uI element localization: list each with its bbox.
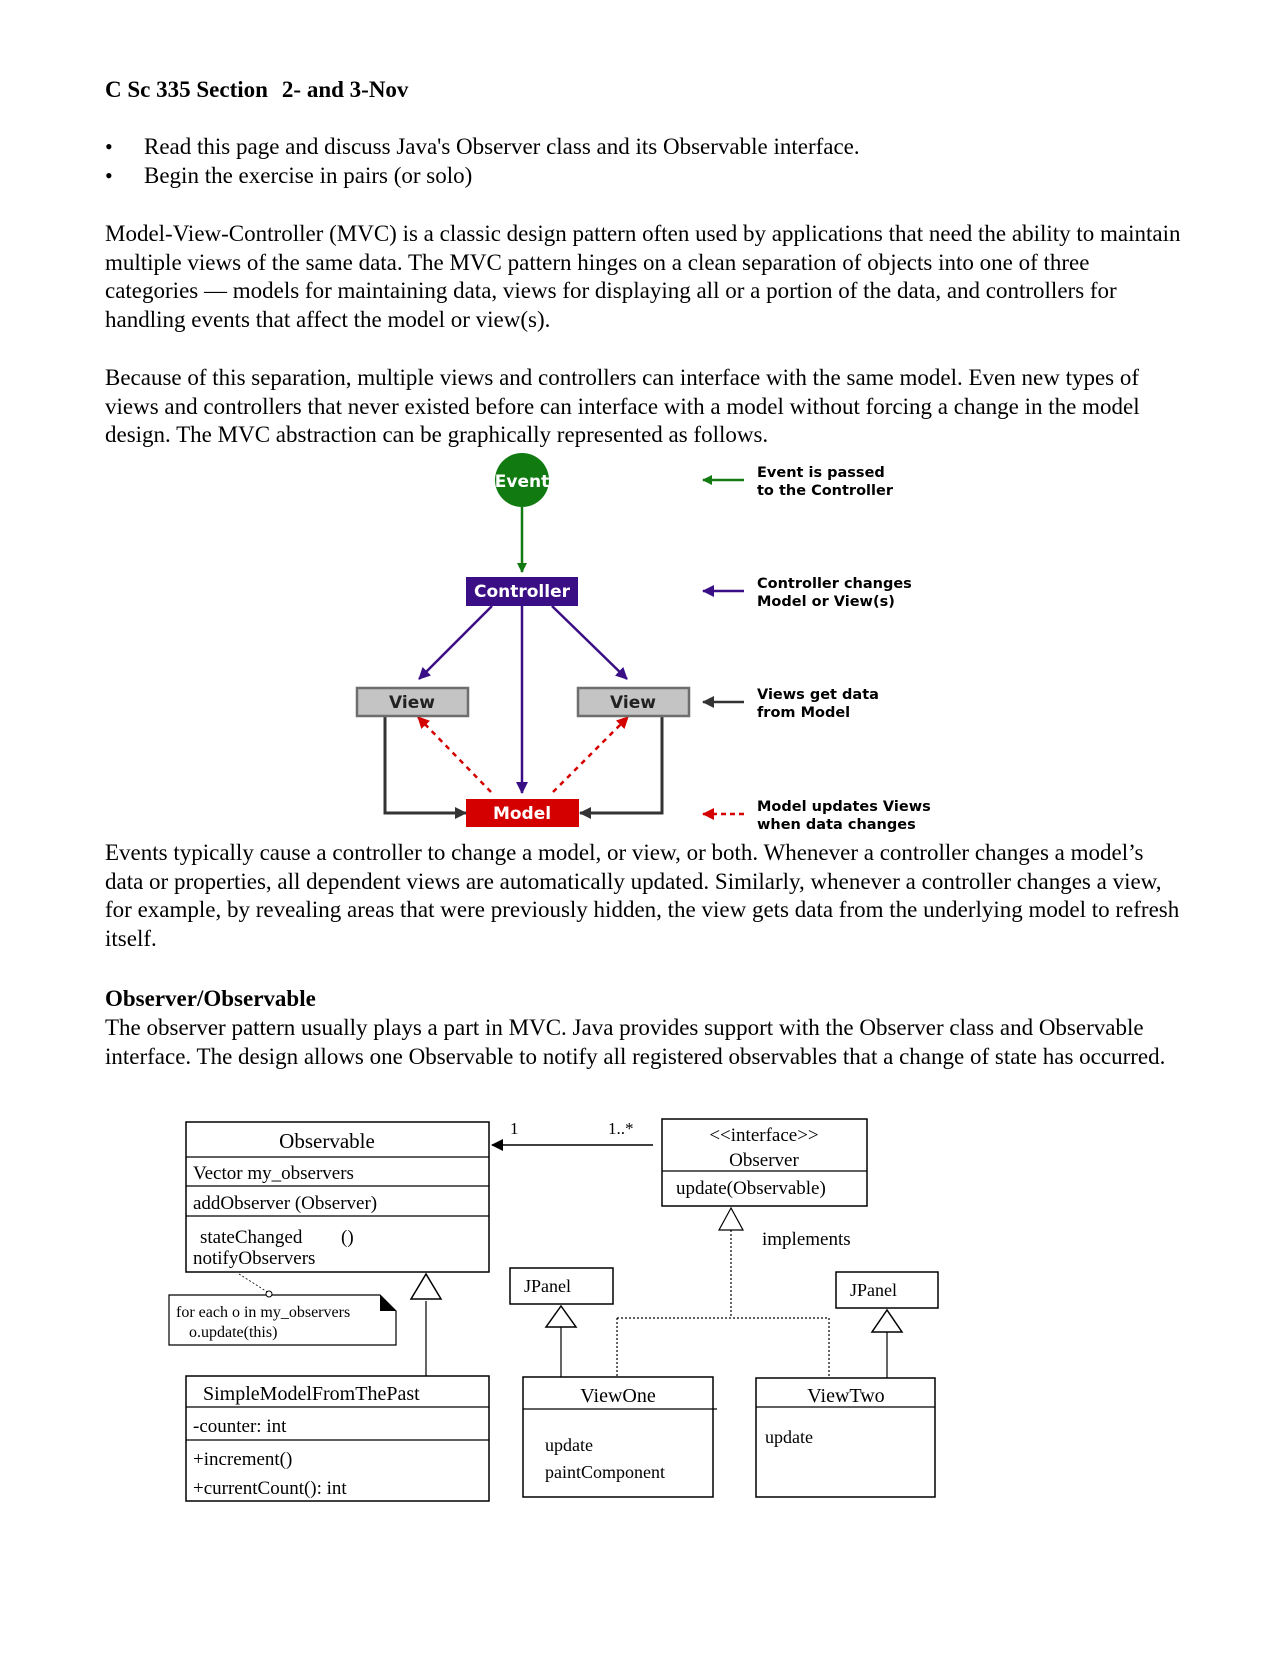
observer-paragraph: The observer pattern usually plays a par… (105, 1015, 1166, 1069)
observer-interface: <<interface>> Observer update(Observable… (661, 1118, 868, 1207)
left-view-node: View (355, 686, 470, 718)
view-two-op-update: update (765, 1427, 813, 1447)
legend-model: Model updates Views when data changes (702, 799, 931, 833)
model-to-right-view-arrow (552, 716, 629, 793)
legend-model-line2: when data changes (757, 817, 916, 833)
left-view-to-model-arrow (383, 716, 467, 819)
right-view-to-model-arrow (579, 716, 664, 819)
simple-model-class: SimpleModelFromThePast -counter: int +in… (185, 1375, 490, 1502)
simple-model-op-increment: +increment() (193, 1449, 292, 1470)
implements-label: implements (762, 1229, 851, 1250)
observable-op-notify: notifyObservers (193, 1248, 315, 1269)
mvc-intro-paragraph: Model-View-Controller (MVC) is a classic… (105, 221, 1181, 332)
controller-to-left-view-arrow (418, 605, 493, 680)
legend-views-line2: from Model (757, 705, 850, 721)
simple-model-op-currentcount: +currentCount(): int (193, 1478, 347, 1499)
legend-controller-line1: Controller changes (757, 576, 912, 592)
legend-event-line1: Event is passed (757, 465, 885, 481)
simple-model-attribute: -counter: int (193, 1416, 287, 1437)
controller-to-right-view-arrow (551, 605, 628, 680)
observable-name: Observable (279, 1129, 375, 1153)
observer-stereotype: <<interface>> (709, 1125, 818, 1146)
right-view-node: View (576, 686, 691, 718)
bullet-list: Read this page and discuss Java's Observ… (105, 132, 860, 190)
separation-paragraph: Because of this separation, multiple vie… (105, 365, 1140, 447)
inheritance-triangle (409, 1272, 443, 1300)
observer-name: Observer (729, 1150, 799, 1171)
event-label: Event (495, 472, 549, 492)
legend-event-line2: to the Controller (757, 483, 894, 499)
observable-op-add: addObserver (Observer) (193, 1193, 377, 1214)
observable-op-parens: () (341, 1227, 354, 1248)
controller-node: Controller (466, 577, 578, 606)
right-view-label: View (610, 693, 656, 713)
bullet-item: Read this page and discuss Java's Observ… (105, 132, 860, 161)
view-one-op-paint: paintComponent (545, 1462, 665, 1482)
jpanel-right-name: JPanel (850, 1280, 897, 1300)
view-one-name: ViewOne (580, 1385, 656, 1407)
controller-label: Controller (474, 582, 571, 602)
view-two-name: ViewTwo (807, 1385, 884, 1407)
view-one-class: ViewOne update paintComponent (522, 1376, 717, 1498)
legend-controller-line2: Model or View(s) (757, 594, 895, 610)
page-title: C Sc 335 Section 2- and 3-Nov (105, 76, 1185, 105)
observer-op-update: update(Observable) (676, 1178, 826, 1199)
multiplicity-many: 1..* (608, 1119, 634, 1138)
legend-views: Views get data from Model (702, 687, 879, 721)
view-two-class: ViewTwo update (755, 1377, 936, 1498)
events-paragraph: Events typically cause a controller to c… (105, 840, 1180, 951)
note-box: for each o in my_observers o.update(this… (168, 1273, 397, 1346)
observable-class: Observable Vector my_observers addObserv… (185, 1121, 490, 1273)
left-view-label: View (389, 693, 435, 713)
legend-views-line1: Views get data (757, 687, 879, 703)
observer-heading: Observer/Observable (105, 986, 316, 1011)
legend-event: Event is passed to the Controller (702, 465, 894, 499)
jpanel-right-class: JPanel (835, 1271, 939, 1309)
view-one-op-update: update (545, 1435, 593, 1455)
model-label: Model (493, 804, 551, 824)
legend-model-line1: Model updates Views (757, 799, 931, 815)
simple-model-name: SimpleModelFromThePast (203, 1383, 420, 1405)
note-line2: o.update(this) (189, 1324, 277, 1341)
legend-controller: Controller changes Model or View(s) (702, 576, 912, 610)
jpanel-left-class: JPanel (509, 1267, 614, 1305)
observable-attribute: Vector my_observers (193, 1163, 354, 1184)
note-line1: for each o in my_observers (176, 1304, 350, 1321)
multiplicity-one: 1 (510, 1119, 519, 1138)
event-node: Event (495, 453, 549, 507)
realization-triangle (717, 1206, 745, 1231)
course-title: C Sc 335 Section (105, 77, 268, 102)
model-node: Model (466, 799, 579, 827)
date-range: 2- and 3-Nov (281, 77, 409, 102)
bullet-item: Begin the exercise in pairs (or solo) (105, 161, 860, 190)
jpanel-left-name: JPanel (524, 1276, 571, 1296)
uml-diagram: Observable Vector my_observers addObserv… (168, 1118, 939, 1502)
model-to-left-view-arrow (417, 716, 492, 793)
observable-op-statechanged: stateChanged (200, 1227, 303, 1248)
